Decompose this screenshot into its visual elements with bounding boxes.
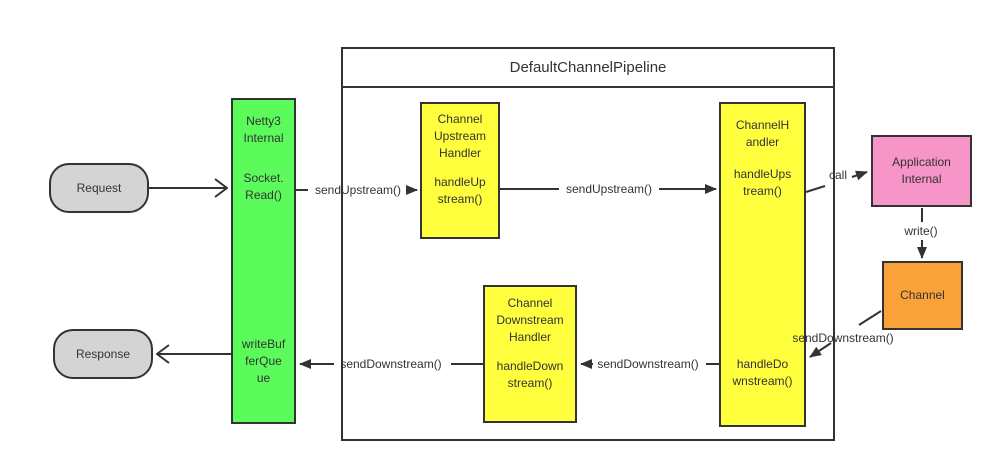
call-label: call (828, 168, 848, 182)
edge-call-b (851, 170, 868, 181)
request-node: Request (49, 163, 149, 213)
application-internal-label: Application Internal (892, 155, 951, 186)
write-buffer-queue: writeBuf ferQue ue (241, 337, 286, 385)
socket-read-method: Socket. Read() (243, 171, 284, 202)
netty-internal-title: Netty3 Internal (243, 114, 284, 145)
send-downstream-label-mid: sendDownstream() (597, 357, 699, 371)
handle-upstream-method-2: handleUps tream() (733, 167, 792, 198)
netty-internal-node: Netty3 Internal Socket. Read() writeBuf … (231, 98, 296, 424)
channel-upstream-handler-title: Channel Upstream Handler (433, 112, 486, 160)
channel-label: Channel (900, 288, 945, 302)
channel-handler-node: ChannelH andler handleUps tream() handle… (719, 102, 806, 427)
channel-node: Channel (882, 261, 963, 330)
send-downstream-label-channel: sendDownstream() (792, 331, 894, 345)
channel-upstream-handler-node: Channel Upstream Handler handleUp stream… (420, 102, 500, 239)
application-internal-node: Application Internal (871, 135, 972, 207)
edge-send-downstream-channel-a (858, 310, 882, 326)
send-downstream-label-left: sendDownstream() (340, 357, 442, 371)
default-channel-pipeline-container: DefaultChannelPipeline (341, 47, 835, 441)
channel-downstream-handler-title: Channel Downstream Handler (496, 296, 564, 344)
channel-handler-title: ChannelH andler (735, 118, 790, 149)
send-upstream-label-1: sendUpstream() (314, 183, 402, 197)
handle-downstream-method-1: handleDown stream() (496, 359, 564, 390)
channel-downstream-handler-node: Channel Downstream Handler handleDown st… (483, 285, 577, 423)
pipeline-title: DefaultChannelPipeline (343, 49, 833, 88)
handle-upstream-method-1: handleUp stream() (434, 175, 486, 206)
response-label: Response (75, 347, 131, 361)
write-label: write() (904, 224, 938, 238)
send-upstream-label-2: sendUpstream() (565, 182, 653, 196)
request-label: Request (76, 181, 122, 195)
response-node: Response (53, 329, 153, 379)
handle-downstream-method-2: handleDo wnstream() (732, 357, 793, 388)
